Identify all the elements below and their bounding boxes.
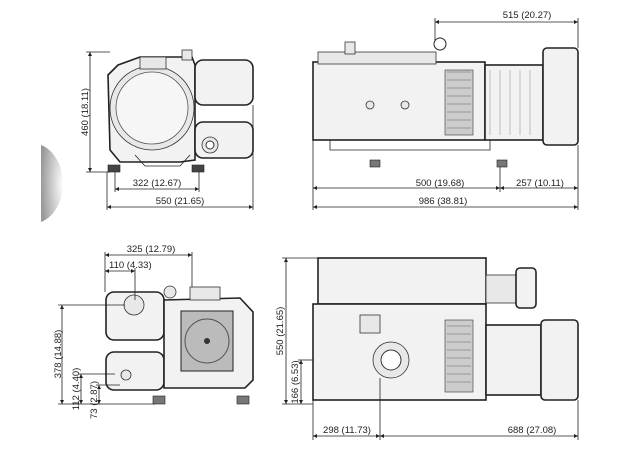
side-foot-spacing-label: 500 (19.68) — [416, 178, 465, 189]
rear-port-height-label: 378 (14.88) — [53, 330, 64, 379]
front-view — [107, 49, 254, 173]
top-port-height-label: 166 (6.53) — [290, 360, 301, 403]
front-height-label: 460 (18.11) — [80, 88, 91, 136]
top-height-label: 550 (21.65) — [275, 307, 286, 356]
top-remaining-length-label: 688 (27.08) — [508, 425, 557, 436]
side-motor-overhang-label: 257 (10.11) — [516, 178, 564, 189]
rear-view — [105, 285, 254, 405]
top-view — [312, 257, 579, 401]
front-width-label: 550 (21.65) — [156, 196, 205, 207]
top-port-offset-label: 298 (11.73) — [323, 425, 371, 436]
side-top-offset-label: 515 (20.27) — [503, 10, 552, 21]
front-foot-spacing-label: 322 (12.67) — [133, 178, 182, 189]
top-dimensions: 550 (21.65) 166 (6.53) 298 (11.73) 688 (… — [275, 257, 579, 440]
background-shape — [41, 145, 63, 222]
rear-base-height-label: 73 (2.87) — [89, 381, 100, 419]
front-dimensions: 460 (18.11) 322 (12.67) 550 (21.65) — [80, 51, 254, 210]
rear-width-label: 325 (12.79) — [127, 244, 176, 255]
rear-port-offset-label: 110 (4.33) — [109, 260, 152, 271]
side-length-label: 986 (38.81) — [419, 196, 468, 207]
rear-dimensions: 325 (12.79) 110 (4.33) 378 (14.88) 112 (… — [53, 244, 193, 419]
side-view — [312, 37, 579, 168]
side-dimensions: 515 (20.27) 500 (19.68) 257 (10.11) 986 … — [312, 10, 579, 210]
rear-lower-port-label: 112 (4.40) — [71, 368, 82, 411]
